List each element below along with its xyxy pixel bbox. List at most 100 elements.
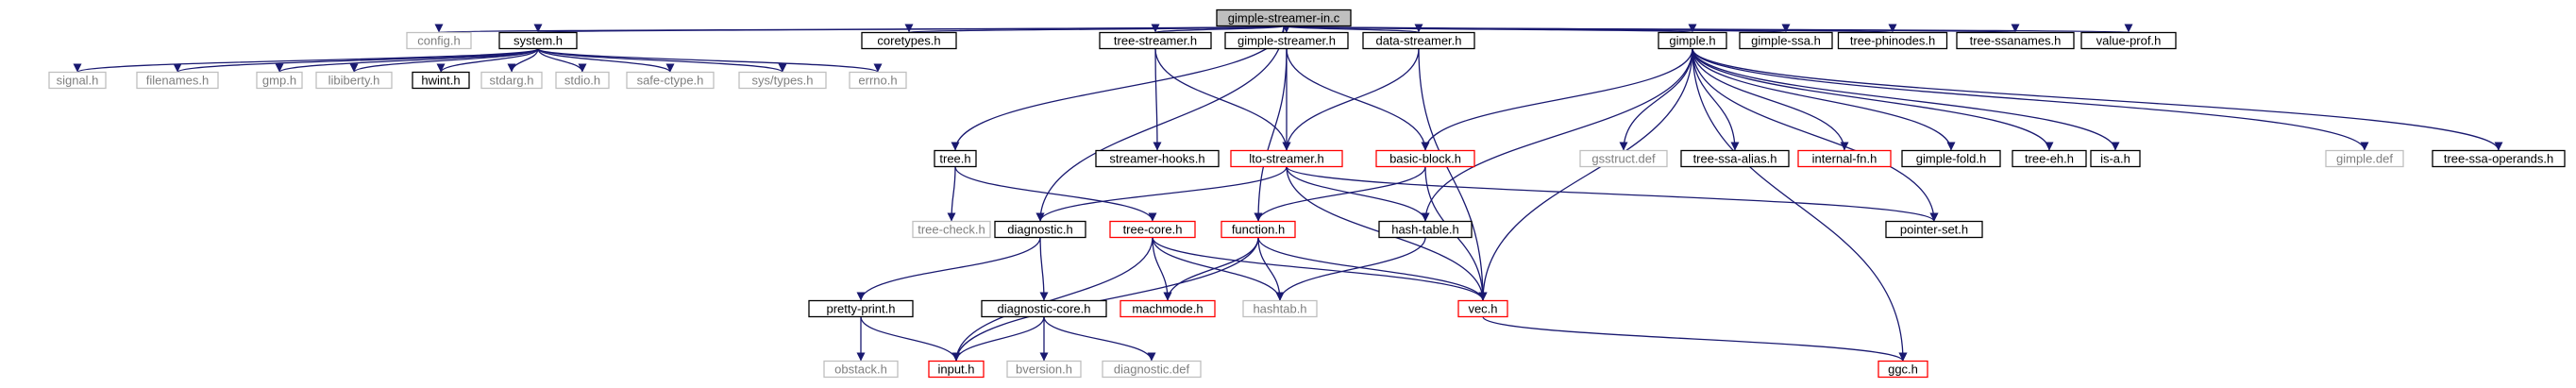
node-internalfn[interactable]: internal-fn.h <box>1797 149 1892 168</box>
node-machmode[interactable]: machmode.h <box>1120 299 1216 318</box>
node-streamerhooks[interactable]: streamer-hooks.h <box>1095 149 1220 168</box>
node-label: gimple-ssa.h <box>1751 33 1821 47</box>
node-label: system.h <box>514 33 563 47</box>
node-system[interactable]: system.h <box>498 31 578 50</box>
node-treeeh[interactable]: tree-eh.h <box>2012 149 2087 168</box>
node-label: machmode.h <box>1132 301 1203 315</box>
edge-arrow <box>951 316 1045 362</box>
node-label: hwint.h <box>421 73 460 87</box>
node-box <box>981 299 1107 318</box>
node-treessanames[interactable]: tree-ssanames.h <box>1956 31 2075 50</box>
node-box <box>1109 220 1196 239</box>
node-diagnostic[interactable]: diagnostic.h <box>994 220 1086 239</box>
node-gimplessa[interactable]: gimple-ssa.h <box>1739 31 1833 50</box>
node-input[interactable]: input.h <box>928 360 985 379</box>
node-label: hash-table.h <box>1391 222 1459 236</box>
node-box <box>1221 220 1296 239</box>
edge-function-to-vec <box>1257 237 1488 301</box>
node-label: tree-ssa-operands.h <box>2444 151 2553 165</box>
node-box <box>934 149 977 168</box>
node-box <box>1102 360 1202 379</box>
edge-ltostreamer-to-diagnostic <box>1035 166 1288 222</box>
node-signal: signal.h <box>48 71 107 90</box>
node-tree[interactable]: tree.h <box>934 149 977 168</box>
node-function[interactable]: function.h <box>1221 220 1296 239</box>
node-prettyprint[interactable]: pretty-print.h <box>808 299 914 318</box>
node-box <box>136 71 219 90</box>
node-basicblock[interactable]: basic-block.h <box>1375 149 1475 168</box>
node-ltostreamer[interactable]: lto-streamer.h <box>1230 149 1343 168</box>
edge-arrow <box>349 47 539 74</box>
node-label: is-a.h <box>2100 151 2130 165</box>
node-box <box>2012 149 2087 168</box>
node-box <box>808 299 914 318</box>
node-box <box>1658 31 1727 50</box>
node-hwint[interactable]: hwint.h <box>412 71 470 90</box>
node-treessaoperands[interactable]: tree-ssa-operands.h <box>2432 149 2566 168</box>
edge-arrow <box>1275 237 1426 301</box>
edge-arrow <box>1282 24 1291 33</box>
node-gimple[interactable]: gimple.h <box>1658 31 1727 50</box>
node-label: pointer-set.h <box>1900 222 1968 236</box>
edge-arrow <box>1692 48 2369 151</box>
edge-tree-to-treecheck <box>947 166 956 222</box>
node-libiberty: libiberty.h <box>315 71 393 90</box>
edge-arrow <box>537 47 787 74</box>
node-filenames: filenames.h <box>136 71 219 90</box>
edge-arrow <box>1283 23 2131 34</box>
edge-arrow <box>954 166 1157 222</box>
node-treecore[interactable]: tree-core.h <box>1109 220 1196 239</box>
edge-arrow <box>275 47 539 74</box>
node-treephinodes[interactable]: tree-phinodes.h <box>1837 31 1948 50</box>
node-label: tree-eh.h <box>2025 151 2074 165</box>
node-label: diagnostic.h <box>1007 222 1072 236</box>
edge-treecore-to-hashtab <box>1152 237 1285 301</box>
edge-gimple-to-pointerset <box>1692 48 1939 222</box>
node-label: vec.h <box>1468 301 1497 315</box>
node-label: streamer-hooks.h <box>1109 151 1204 165</box>
edge-arrow <box>856 237 1041 301</box>
node-gimplestreamer[interactable]: gimple-streamer.h <box>1224 31 1349 50</box>
edge-arrow <box>1257 237 1285 301</box>
edge-arrow <box>905 23 1285 34</box>
node-box <box>1579 149 1668 168</box>
node-box <box>1837 31 1948 50</box>
node-label: bversion.h <box>1016 362 1072 376</box>
node-hashtable[interactable]: hash-table.h <box>1378 220 1473 239</box>
node-label: tree.h <box>939 151 970 165</box>
node-pointerset[interactable]: pointer-set.h <box>1885 220 1983 239</box>
node-treessaalias[interactable]: tree-ssa-alias.h <box>1680 149 1790 168</box>
node-vec[interactable]: vec.h <box>1457 299 1508 318</box>
node-label: function.h <box>1232 222 1285 236</box>
edge-system-to-stdarg <box>507 48 539 73</box>
edge-system-to-filenames <box>173 47 539 74</box>
edge-arrow <box>1283 24 1423 34</box>
node-treestreamer[interactable]: tree-streamer.h <box>1099 31 1212 50</box>
edge-arrow <box>1692 48 1740 151</box>
node-label: internal-fn.h <box>1812 151 1877 165</box>
edge-treestreamer-to-streamerhooks <box>1153 48 1162 151</box>
edge-arrow <box>1153 48 1162 151</box>
node-ggc[interactable]: ggc.h <box>1877 360 1928 379</box>
node-diagnosticcore[interactable]: diagnostic-core.h <box>981 299 1107 318</box>
edge-system-to-libiberty <box>349 47 539 74</box>
edge-arrow <box>1035 166 1288 222</box>
node-gimplefold[interactable]: gimple-fold.h <box>1901 149 2001 168</box>
node-box <box>1956 31 2075 50</box>
edge-system-to-hwint <box>436 48 539 73</box>
node-box <box>412 71 470 90</box>
edge-arrow <box>1035 25 1285 222</box>
node-root[interactable]: gimple-streamer-in.c <box>1216 8 1352 27</box>
node-coretypes[interactable]: coretypes.h <box>861 31 957 50</box>
edge-arrow <box>1692 48 1956 151</box>
node-hashtab: hashtab.h <box>1242 299 1318 318</box>
node-box <box>498 31 578 50</box>
edge-gimple-to-isa <box>1692 48 2120 151</box>
node-datastreamer[interactable]: data-streamer.h <box>1362 31 1475 50</box>
node-box <box>315 71 393 90</box>
node-label: gmp.h <box>262 73 296 87</box>
node-label: coretypes.h <box>877 33 940 47</box>
node-isa[interactable]: is-a.h <box>2090 149 2141 168</box>
node-valueprof[interactable]: value-prof.h <box>2080 31 2177 50</box>
